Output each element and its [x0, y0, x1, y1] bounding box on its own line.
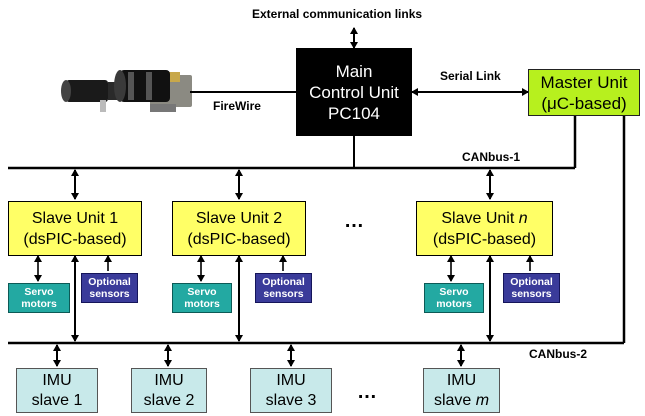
- external-links-label: External communication links: [252, 7, 423, 21]
- canbus2-label: CANbus-2: [529, 347, 588, 361]
- firewire-label: FireWire: [213, 99, 261, 113]
- main-line2: Control Unit: [309, 82, 399, 102]
- master-line2: (μC-based): [541, 93, 627, 113]
- slave-subtitle: (dsPIC-based): [432, 230, 537, 248]
- slave-subtitle: (dsPIC-based): [187, 230, 291, 248]
- main-line3: PC104: [328, 103, 380, 123]
- stereo-camera-icon: [61, 70, 192, 112]
- main-line1: Main: [335, 61, 373, 81]
- slave-title: Slave Unit 2: [195, 209, 283, 227]
- slave-unit-n: Slave Unit n (dsPIC-based): [416, 201, 553, 256]
- slave-unit-2: Slave Unit 2 (dsPIC-based): [172, 201, 306, 256]
- main-control-unit: Main Control Unit PC104: [296, 48, 412, 136]
- slave-subtitle: (dsPIC-based): [23, 230, 127, 248]
- master-unit: Master Unit (μC-based): [528, 69, 640, 116]
- imu-ellipsis: …: [357, 381, 378, 403]
- slave-unit-1: Slave Unit 1 (dsPIC-based): [8, 201, 142, 256]
- slave-title: Slave Unit 1: [31, 209, 119, 227]
- canbus1-label: CANbus-1: [462, 150, 521, 164]
- slave-ellipsis: …: [344, 210, 365, 232]
- serial-link-label: Serial Link: [440, 69, 501, 83]
- master-line1: Master Unit: [540, 72, 628, 92]
- slave-title: Slave Unit n: [441, 209, 528, 227]
